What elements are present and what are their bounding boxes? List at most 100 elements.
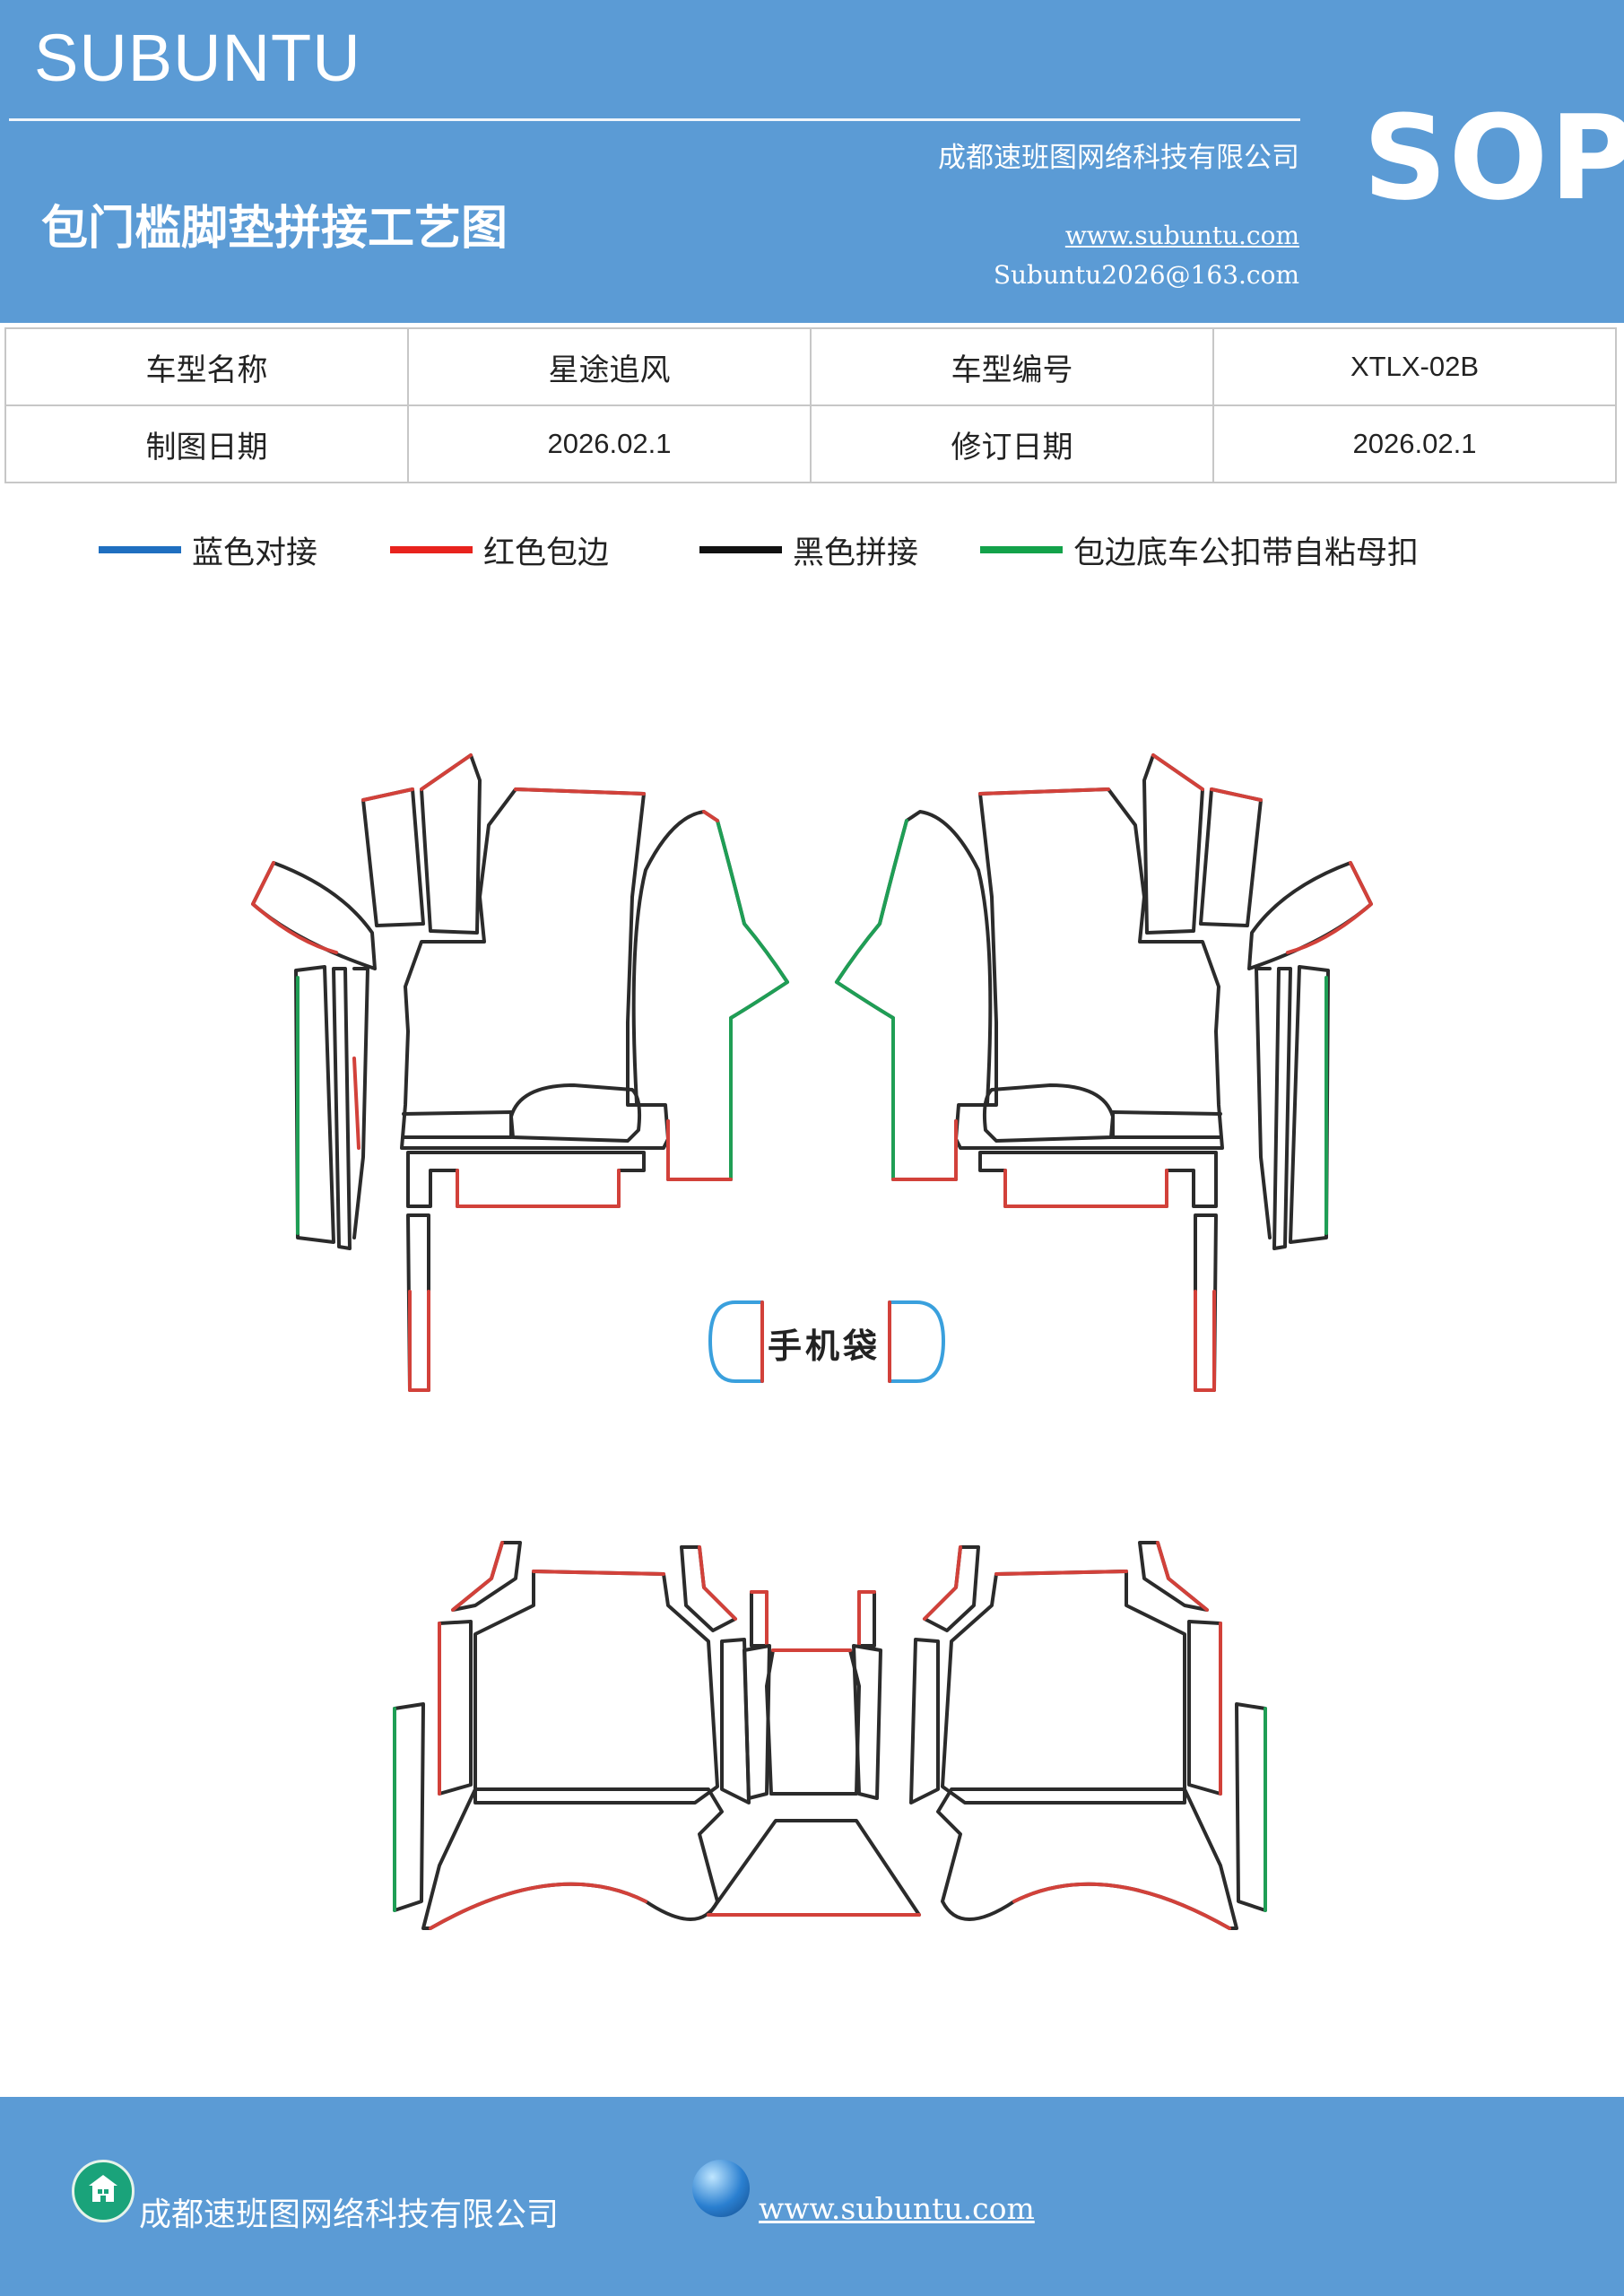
header-company: 成都速班图网络科技有限公司 bbox=[938, 142, 1299, 174]
edge-red bbox=[994, 1570, 1128, 1576]
rear-center-floor bbox=[707, 1819, 921, 1917]
rear-left-outer-strip bbox=[393, 1702, 425, 1912]
legend-swatch-blue bbox=[99, 546, 181, 553]
draw-date-label: 制图日期 bbox=[4, 404, 409, 483]
edge-red bbox=[857, 1590, 876, 1648]
pocket-label: 手机袋 bbox=[768, 1326, 881, 1366]
front-right-long-strip bbox=[1289, 965, 1330, 1244]
front-left-seat-bump bbox=[509, 1083, 642, 1143]
globe-icon bbox=[692, 2160, 750, 2217]
brand-name: SUBUNTU bbox=[34, 21, 361, 95]
rear-center-mat-group bbox=[707, 1590, 921, 1917]
front-left-step bbox=[406, 1151, 646, 1208]
legend-label: 红色包边 bbox=[483, 535, 610, 571]
front-right-seat-bump bbox=[982, 1083, 1115, 1143]
front-left-thin-strip bbox=[332, 967, 352, 1250]
edge-red bbox=[352, 1057, 360, 1150]
rear-right-inner-strip bbox=[909, 1638, 940, 1805]
draw-date-value: 2026.02.1 bbox=[407, 404, 812, 483]
pocket-left-edge bbox=[708, 1300, 764, 1383]
rear-right-corner-2 bbox=[923, 1545, 980, 1632]
front-left-main-panel bbox=[400, 787, 670, 1150]
front-left-mat-group bbox=[251, 753, 789, 1392]
model-code-label: 车型编号 bbox=[810, 327, 1214, 406]
footer-website-link[interactable]: www.subuntu.com bbox=[759, 2191, 1035, 2226]
edge-red bbox=[408, 1290, 430, 1392]
model-code-value: XTLX-02B bbox=[1212, 327, 1617, 406]
building-icon bbox=[72, 2160, 135, 2222]
legend-swatch-green bbox=[980, 546, 1063, 553]
front-left-step-strip bbox=[402, 1110, 513, 1139]
legend-label: 黑色拼接 bbox=[793, 535, 919, 571]
edge-green bbox=[835, 819, 908, 1181]
table-row: 制图日期 2026.02.1 修订日期 2026.02.1 bbox=[4, 404, 1617, 483]
edge-red bbox=[666, 1119, 733, 1181]
edge-red bbox=[891, 1119, 958, 1181]
edge-red bbox=[514, 787, 646, 796]
rear-left-mat-group bbox=[393, 1541, 751, 1930]
header-divider bbox=[9, 118, 1300, 121]
rear-left-corner-2 bbox=[680, 1545, 737, 1632]
edge-red bbox=[1151, 753, 1204, 791]
sop-badge: SOP bbox=[1363, 90, 1624, 226]
footer-banner bbox=[0, 2097, 1624, 2296]
edge-red bbox=[361, 787, 414, 802]
front-left-connector bbox=[352, 967, 369, 1239]
edge-red bbox=[923, 1545, 962, 1621]
edge-red bbox=[451, 1541, 504, 1612]
front-right-side-strip bbox=[1199, 787, 1263, 927]
legend-green: 包边底车公扣带自粘母扣 bbox=[980, 527, 1419, 572]
front-left-side-strip bbox=[361, 787, 425, 927]
rear-center-tunnel bbox=[765, 1648, 861, 1796]
header-email: Subuntu2026@163.com bbox=[993, 260, 1299, 290]
legend-label: 蓝色对接 bbox=[192, 535, 318, 571]
legend-swatch-black bbox=[699, 546, 782, 553]
edge-red bbox=[698, 1545, 737, 1621]
document-title: 包门槛脚垫拼接工艺图 bbox=[41, 202, 508, 256]
edge-red bbox=[702, 810, 719, 822]
front-right-thin-strip bbox=[1272, 967, 1292, 1250]
edge-red bbox=[1286, 861, 1373, 954]
front-left-wedge bbox=[251, 861, 377, 970]
front-right-step bbox=[978, 1151, 1218, 1208]
front-right-step-strip bbox=[1111, 1110, 1222, 1139]
rear-center-left-strip bbox=[743, 1644, 771, 1800]
rear-left-side-strip bbox=[438, 1620, 473, 1796]
edge-red bbox=[978, 787, 1110, 796]
edge-red bbox=[251, 861, 338, 954]
model-name-value: 星途追风 bbox=[407, 327, 812, 406]
rear-center-right-tab bbox=[857, 1590, 876, 1648]
model-name-label: 车型名称 bbox=[4, 327, 409, 406]
edge-red bbox=[532, 1570, 665, 1576]
revise-date-label: 修订日期 bbox=[810, 404, 1214, 483]
edge-red bbox=[1194, 1290, 1216, 1392]
edge-red bbox=[750, 1590, 769, 1648]
legend-blue: 蓝色对接 bbox=[99, 527, 317, 572]
rear-left-main-panel bbox=[473, 1570, 719, 1805]
table-row: 车型名称 星途追风 车型编号 XTLX-02B bbox=[4, 327, 1617, 406]
building-icon-glyph bbox=[89, 2175, 117, 2202]
legend-label: 包边底车公扣带自粘母扣 bbox=[1073, 535, 1420, 571]
header-banner bbox=[0, 0, 1624, 323]
edge-red bbox=[456, 1169, 621, 1208]
footer-company: 成都速班图网络科技有限公司 bbox=[139, 2196, 560, 2233]
rear-right-side-strip bbox=[1187, 1620, 1222, 1796]
front-right-mat-group bbox=[835, 753, 1373, 1392]
vehicle-info-table: 车型名称 星途追风 车型编号 XTLX-02B 制图日期 2026.02.1 修… bbox=[4, 327, 1617, 483]
edge-red bbox=[1012, 1882, 1231, 1930]
header-website-link[interactable]: www.subuntu.com bbox=[1064, 221, 1299, 250]
legend-black: 黑色拼接 bbox=[699, 527, 918, 572]
edge-red bbox=[1003, 1169, 1168, 1208]
edge-red bbox=[1156, 1541, 1209, 1612]
phone-pocket bbox=[708, 1300, 945, 1383]
legend-red: 红色包边 bbox=[390, 527, 609, 572]
front-right-connector bbox=[1255, 967, 1272, 1239]
front-right-wedge bbox=[1247, 861, 1373, 970]
rear-left-inner-strip bbox=[720, 1638, 751, 1805]
front-left-long-strip bbox=[294, 965, 335, 1244]
front-right-main-panel bbox=[954, 787, 1224, 1150]
rear-right-mat-group bbox=[909, 1541, 1267, 1930]
rear-center-right-strip bbox=[852, 1644, 882, 1800]
legend-swatch-red bbox=[390, 546, 473, 553]
